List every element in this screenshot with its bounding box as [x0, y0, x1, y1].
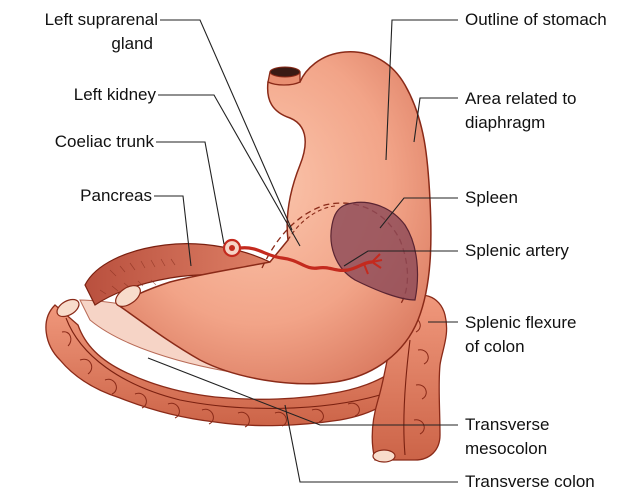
esophagus-opening — [270, 67, 300, 77]
label-left-suprarenal-line2: gland — [8, 33, 153, 55]
label-splenic-flexure-line2: of colon — [465, 336, 525, 358]
label-transverse-mesocolon-line1: Transverse — [465, 414, 549, 436]
leader-coeliac-trunk — [156, 142, 224, 244]
label-splenic-flexure-line1: Splenic flexure — [465, 312, 577, 334]
label-outline-of-stomach: Outline of stomach — [465, 9, 607, 31]
label-left-kidney: Left kidney — [8, 84, 156, 106]
label-spleen: Spleen — [465, 187, 518, 209]
leader-left-suprarenal — [160, 20, 292, 230]
label-left-suprarenal-line1: Left suprarenal — [8, 9, 158, 31]
leader-lines-left — [154, 20, 300, 266]
label-area-diaphragm-line2: diaphragm — [465, 112, 545, 134]
coeliac-trunk-lumen — [229, 245, 235, 251]
label-pancreas: Pancreas — [8, 185, 152, 207]
label-splenic-artery: Splenic artery — [465, 240, 569, 262]
label-transverse-mesocolon-line2: mesocolon — [465, 438, 547, 460]
label-area-diaphragm-line1: Area related to — [465, 88, 577, 110]
label-transverse-colon: Transverse colon — [465, 471, 595, 493]
leader-left-kidney — [158, 95, 300, 246]
label-coeliac-trunk: Coeliac trunk — [8, 131, 154, 153]
colon-bottom-cut-end — [373, 450, 395, 462]
